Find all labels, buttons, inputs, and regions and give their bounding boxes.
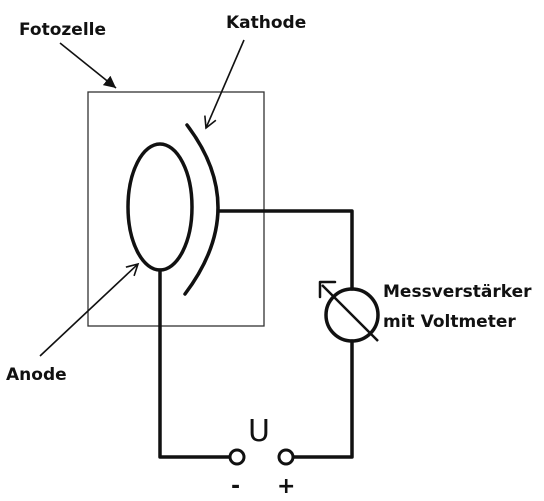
- label-fotozelle: Fotozelle: [19, 20, 106, 40]
- label-kathode: Kathode: [226, 13, 306, 33]
- kathode-pointer-arrow: [204, 39, 245, 130]
- cathode-electrode: [183, 123, 220, 296]
- photocell-box: [87, 91, 265, 327]
- label-messverstaerker: Messverstärker: [383, 282, 532, 302]
- label-minus: -: [231, 474, 240, 499]
- fotozelle-pointer-arrow: [59, 42, 117, 89]
- wire-meter-to-plus: [284, 339, 354, 459]
- wire-cathode-to-meter: [217, 209, 354, 291]
- voltmeter-icon: [318, 280, 380, 343]
- label-mit-voltmeter: mit Voltmeter: [383, 312, 516, 332]
- anode-electrode: [126, 142, 194, 272]
- label-plus: +: [277, 474, 295, 499]
- anode-pointer-arrow: [39, 262, 140, 357]
- minus-terminal: [228, 448, 246, 466]
- plus-terminal: [277, 448, 295, 466]
- wire-anode-to-minus: [158, 268, 232, 459]
- label-voltage-u: U: [248, 414, 270, 449]
- label-anode: Anode: [6, 365, 67, 385]
